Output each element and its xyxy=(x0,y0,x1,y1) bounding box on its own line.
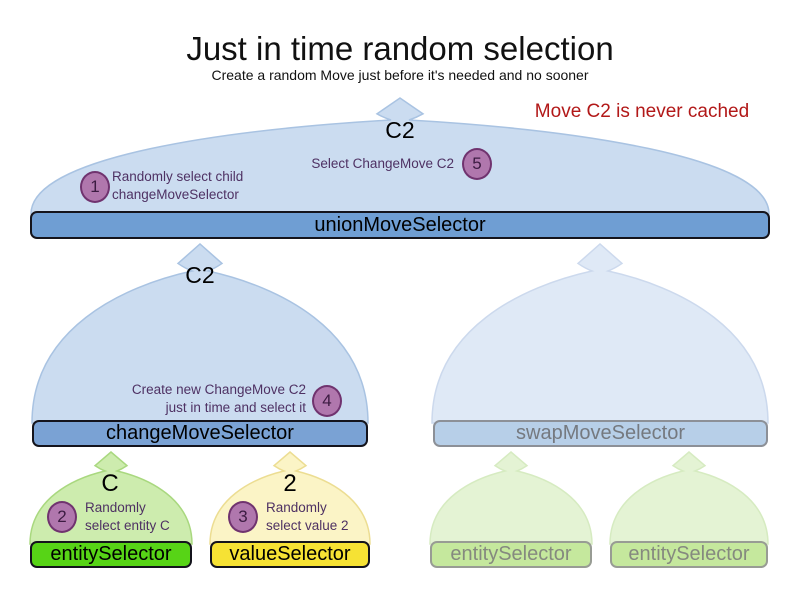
step-3-line2: select value 2 xyxy=(266,518,349,533)
step-3-annotation: Randomly select value 2 xyxy=(266,499,349,535)
union-funnel-shape xyxy=(30,97,770,215)
change-move-selector-bar: changeMoveSelector xyxy=(32,420,368,447)
step-5-line1: Select ChangeMove C2 xyxy=(311,156,454,171)
swap-entity-funnel-shape-1 xyxy=(429,451,593,545)
page-title: Just in time random selection xyxy=(186,30,614,67)
step-2-line1: Randomly xyxy=(85,500,146,515)
swap-entity-selector-bar-2: entitySelector xyxy=(610,541,768,568)
step-4-annotation: Create new ChangeMove C2 just in time an… xyxy=(128,381,306,417)
move-label-c2-mid: C2 xyxy=(185,262,215,288)
value-selector-bar: valueSelector xyxy=(210,541,370,568)
step-1-annotation: Randomly select child changeMoveSelector xyxy=(112,168,243,204)
step-3-line1: Randomly xyxy=(266,500,327,515)
never-cached-note: Move C2 is never cached xyxy=(534,101,750,122)
move-label-value-2: 2 xyxy=(283,470,297,497)
change-funnel-shape xyxy=(31,242,369,424)
step-1-line2: changeMoveSelector xyxy=(112,187,239,202)
page-subtitle: Create a random Move just before it's ne… xyxy=(211,67,589,83)
step-2-badge: 2 xyxy=(47,501,77,533)
entity-selector-bar: entitySelector xyxy=(30,541,192,568)
step-1-line1: Randomly select child xyxy=(112,169,244,184)
swap-entity-funnel-shape-2 xyxy=(609,451,769,545)
move-label-entity-c: C xyxy=(101,470,119,497)
union-move-selector-bar: unionMoveSelector xyxy=(30,211,770,239)
step-1-badge: 1 xyxy=(80,171,110,203)
step-5-annotation: Select ChangeMove C2 xyxy=(290,155,454,173)
step-2-line2: select entity C xyxy=(85,518,170,533)
step-5-badge: 5 xyxy=(462,148,492,180)
step-4-badge: 4 xyxy=(312,385,342,417)
step-4-line2: just in time and select it xyxy=(165,400,306,415)
step-4-line1: Create new ChangeMove C2 xyxy=(131,382,306,397)
step-3-badge: 3 xyxy=(228,501,258,533)
swap-move-selector-bar: swapMoveSelector xyxy=(433,420,768,447)
step-2-annotation: Randomly select entity C xyxy=(85,499,170,535)
move-label-c2-top: C2 xyxy=(385,117,415,143)
swap-funnel-shape xyxy=(431,242,769,424)
swap-entity-selector-bar-1: entitySelector xyxy=(430,541,592,568)
